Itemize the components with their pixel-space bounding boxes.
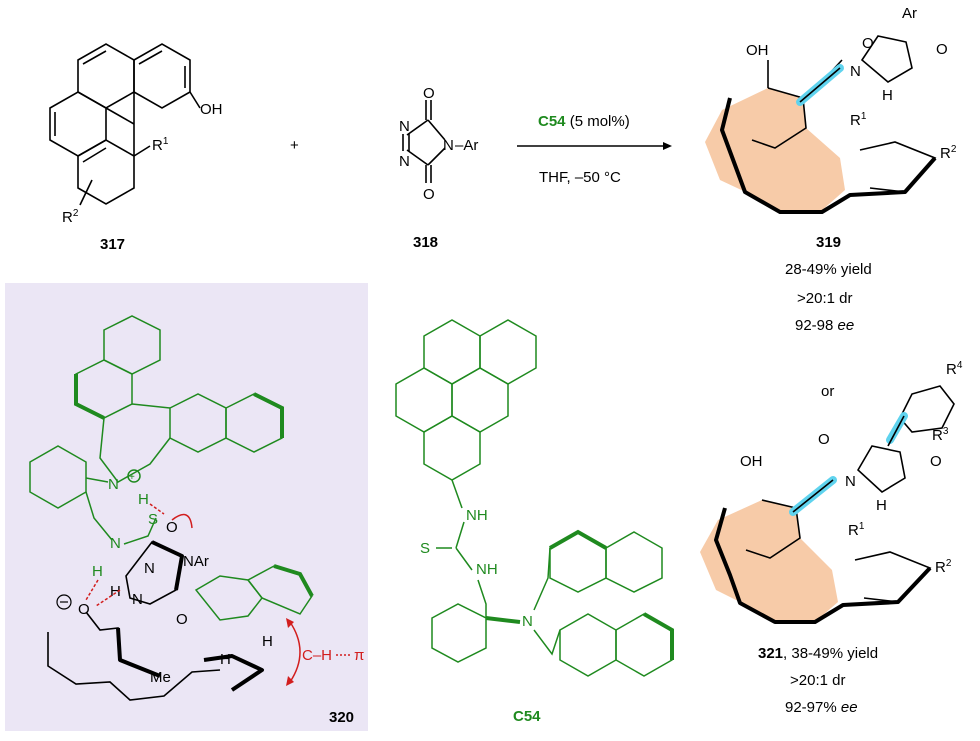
compound-id-318: 318 — [413, 234, 438, 251]
catalyst-loading: (5 mol%) — [566, 113, 630, 130]
svg-text:N: N — [850, 63, 861, 80]
dr-321: >20:1 dr — [790, 672, 845, 689]
svg-text:S: S — [420, 540, 430, 557]
svg-text:–Ar: –Ar — [455, 137, 478, 154]
r1-label-317: R — [152, 137, 163, 154]
compound-id-319: 319 — [816, 234, 841, 251]
svg-text:92-97% ee: 92-97% ee — [785, 699, 858, 716]
svg-text:N: N — [108, 476, 119, 493]
svg-text:Ar: Ar — [902, 5, 917, 22]
reaction-arrow: C54 (5 mol%) THF, –50 °C — [517, 113, 672, 186]
svg-text:O: O — [166, 519, 178, 536]
yield-319: 28-49% yield — [785, 261, 872, 278]
svg-text:H: H — [220, 651, 231, 668]
svg-text:O: O — [423, 85, 435, 102]
svg-text:O: O — [423, 186, 435, 203]
oh-label-319: OH — [746, 42, 769, 59]
svg-text:R2: R2 — [935, 558, 952, 576]
svg-text:O: O — [78, 601, 90, 618]
r2-label-317: R — [62, 209, 73, 226]
svg-text:N: N — [522, 613, 533, 630]
solvent-temperature: THF, –50 °C — [539, 169, 621, 186]
catalyst-c54: NH S NH N C54 — [395, 319, 674, 725]
svg-text:R1: R1 — [850, 111, 867, 129]
reactant-317: OH R1 R2 317 — [49, 43, 223, 253]
svg-text:NAr: NAr — [183, 553, 209, 570]
ee-321: 92-97% — [785, 699, 841, 716]
svg-text:R2: R2 — [940, 144, 957, 162]
svg-text:OH: OH — [740, 453, 763, 470]
svg-text:N: N — [132, 591, 143, 608]
catalyst-label: C54 — [538, 113, 566, 130]
plus-sign: + — [290, 137, 299, 154]
svg-text:+: + — [129, 472, 135, 483]
svg-text:O: O — [862, 35, 874, 52]
or-label: or — [821, 383, 834, 400]
svg-text:N: N — [110, 535, 121, 552]
svg-text:R4: R4 — [946, 360, 963, 378]
svg-text:N: N — [845, 473, 856, 490]
dr-319: >20:1 dr — [797, 290, 852, 307]
svg-text:O: O — [930, 453, 942, 470]
svg-text:NH: NH — [476, 561, 498, 578]
svg-text:O: O — [818, 431, 830, 448]
svg-text:92-98 ee: 92-98 ee — [795, 317, 854, 334]
svg-text:Me: Me — [150, 669, 171, 686]
compound-id-c54: C54 — [513, 708, 541, 725]
yield-321: , 38-49% yield — [783, 645, 878, 662]
svg-text:321, 38-49% yield: 321, 38-49% yield — [758, 645, 878, 662]
svg-text:H: H — [262, 633, 273, 650]
ts-panel-background — [5, 283, 368, 731]
svg-text:C54 (5 mol%): C54 (5 mol%) — [538, 113, 630, 130]
oh-label-317: OH — [200, 101, 223, 118]
svg-text:H: H — [92, 563, 103, 580]
svg-text:R1: R1 — [152, 136, 169, 154]
svg-text:N: N — [144, 560, 155, 577]
svg-text:R1: R1 — [848, 521, 865, 539]
svg-text:H: H — [882, 87, 893, 104]
ch-pi-label: C–H — [302, 647, 332, 664]
svg-text:O: O — [936, 41, 948, 58]
compound-id-320: 320 — [329, 709, 354, 726]
svg-text:R3: R3 — [932, 426, 949, 444]
svg-text:N: N — [443, 137, 454, 154]
svg-text:N: N — [399, 153, 410, 170]
svg-text:O: O — [176, 611, 188, 628]
svg-text:N: N — [399, 118, 410, 135]
ee-319: 92-98 — [795, 317, 838, 334]
compound-id-321: 321 — [758, 645, 783, 662]
svg-text:H: H — [138, 491, 149, 508]
transition-state-320: N + H N S H N N NAr O O H O Me H H C–H — [29, 315, 364, 726]
reactant-318: N N N –Ar O O 318 — [399, 85, 478, 251]
svg-text:NH: NH — [466, 507, 488, 524]
svg-text:S: S — [148, 511, 158, 528]
compound-id-317: 317 — [100, 236, 125, 253]
svg-text:H: H — [876, 497, 887, 514]
product-321: OH N O O H R3 R4 R1 R2 321, 38-49% yield… — [700, 360, 963, 716]
product-319: OH N O O Ar H R1 R2 319 28-49% yield >20… — [705, 5, 957, 334]
svg-text:π: π — [354, 647, 364, 664]
svg-text:H: H — [110, 583, 121, 600]
svg-text:R2: R2 — [62, 208, 79, 226]
